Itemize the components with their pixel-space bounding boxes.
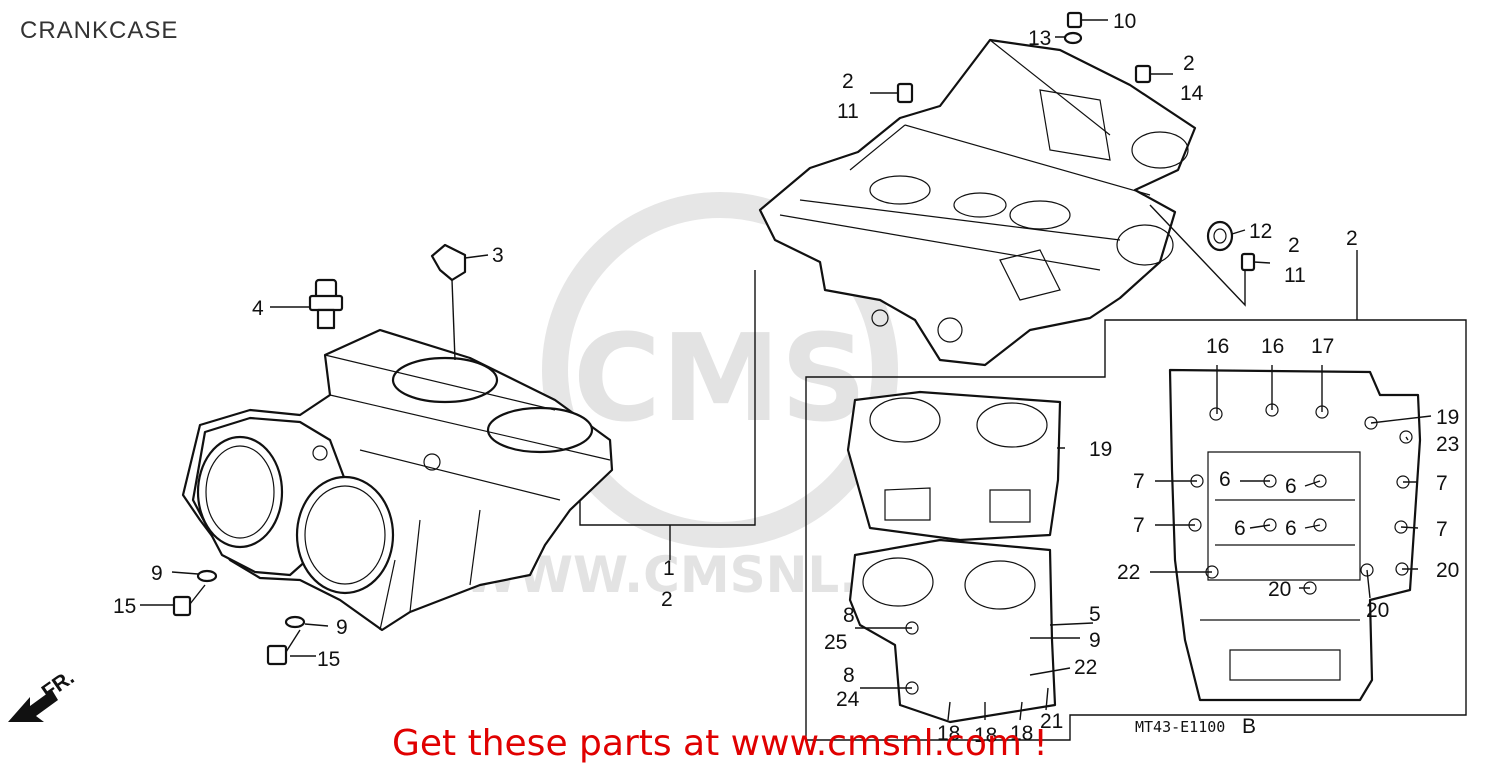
callout-6: 6 — [1285, 517, 1297, 540]
callout-15: 15 — [317, 648, 340, 671]
callout-6: 6 — [1234, 517, 1246, 540]
callout-2: 2 — [842, 70, 854, 93]
callout-7: 7 — [1436, 518, 1448, 541]
gasket-box — [805, 319, 1467, 741]
dowel-pin-11-top[interactable] — [896, 82, 914, 104]
callout-2: 2 — [1288, 234, 1300, 257]
callout-18: 18 — [974, 724, 997, 747]
leader-lines — [140, 19, 1432, 721]
washer-9-lower[interactable] — [284, 615, 306, 629]
callout-25: 25 — [824, 631, 847, 654]
callout-16: 16 — [1206, 335, 1229, 358]
callout-2: 2 — [1346, 227, 1358, 250]
callout-13: 13 — [1028, 27, 1051, 50]
clamp[interactable] — [430, 243, 467, 361]
callout-7: 7 — [1133, 514, 1145, 537]
footer-link[interactable]: Get these parts at www.cmsnl.com ! — [392, 723, 1048, 764]
callout-8: 8 — [843, 664, 855, 687]
callout-9: 9 — [1089, 629, 1101, 652]
callout-4: 4 — [252, 297, 264, 320]
bolt-15-lower[interactable] — [266, 629, 301, 666]
dowel-pin-14[interactable] — [1134, 64, 1152, 84]
cylinder-block[interactable] — [181, 328, 614, 632]
callout-11: 11 — [1284, 264, 1306, 287]
callout-23: 23 — [1436, 433, 1459, 456]
callout-10: 10 — [1113, 10, 1136, 33]
callout-17: 17 — [1311, 335, 1334, 358]
callout-19: 19 — [1089, 438, 1112, 461]
callout-labels: 10 13 2 14 2 11 3 4 12 2 11 2 16 16 17 1… — [113, 10, 1459, 747]
callout-11: 11 — [837, 100, 859, 123]
callout-7: 7 — [1133, 470, 1145, 493]
washer-9-upper[interactable] — [196, 569, 218, 583]
callout-16: 16 — [1261, 335, 1284, 358]
callout-5: 5 — [1089, 603, 1101, 626]
lower-crankcase-gasket[interactable] — [848, 538, 1057, 724]
bolt-15-upper[interactable] — [172, 584, 206, 617]
front-direction-arrow-icon: FR. — [8, 666, 79, 722]
callout-20: 20 — [1436, 559, 1459, 582]
page-title: CRANKCASE — [20, 17, 178, 44]
callout-6: 6 — [1219, 468, 1231, 491]
callout-22: 22 — [1117, 561, 1140, 584]
callout-14: 14 — [1180, 82, 1204, 105]
callout-12: 12 — [1249, 220, 1272, 243]
diagram-code: MT43-E1100 — [1135, 718, 1225, 736]
watermark-logo: CMS — [573, 310, 867, 449]
callout-20: 20 — [1268, 578, 1291, 601]
callout-2: 2 — [1183, 52, 1195, 75]
dowel-pin-10[interactable] — [1066, 11, 1083, 29]
callout-8: 8 — [843, 604, 855, 627]
callout-9: 9 — [336, 616, 348, 639]
callout-1: 1 — [663, 557, 675, 580]
o-ring-13[interactable] — [1063, 31, 1083, 45]
callout-20: 20 — [1366, 599, 1389, 622]
callout-18: 18 — [937, 722, 960, 745]
callout-7: 7 — [1436, 472, 1448, 495]
callout-9: 9 — [151, 562, 163, 585]
callout-24: 24 — [836, 688, 860, 711]
oil-pressure-switch[interactable] — [308, 278, 344, 330]
diagram-code-suffix: B — [1242, 715, 1256, 738]
callout-6: 6 — [1285, 475, 1297, 498]
callout-18: 18 — [1010, 722, 1033, 745]
callout-22: 22 — [1074, 656, 1097, 679]
oil-seal-12[interactable] — [1206, 220, 1234, 252]
upper-crankcase-gasket[interactable] — [846, 390, 1062, 542]
callout-2: 2 — [661, 588, 673, 611]
callout-15: 15 — [113, 595, 136, 618]
callout-19: 19 — [1436, 406, 1459, 429]
callout-21: 21 — [1040, 710, 1063, 733]
upper-crankcase[interactable] — [758, 38, 1197, 367]
callout-3: 3 — [492, 244, 504, 267]
dowel-pin-11-right[interactable] — [1240, 252, 1256, 272]
watermark: CMS WWW.CMSNL.COM — [463, 192, 987, 604]
